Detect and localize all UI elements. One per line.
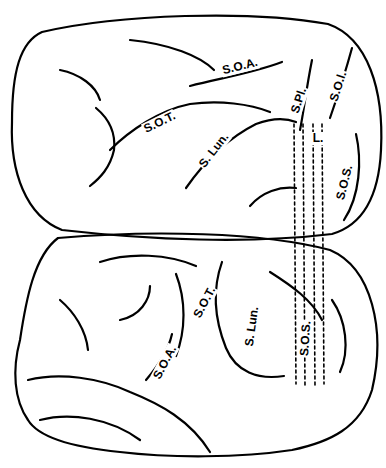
sulcus-line [120, 286, 150, 320]
section-line [313, 124, 315, 386]
sulcus-line [332, 300, 346, 372]
sulcus-line [176, 274, 184, 356]
sulcus-line [186, 119, 296, 188]
sulcus-line [90, 108, 114, 186]
sulcus-label: S.O.S. [298, 319, 314, 357]
hemisphere-outline [15, 234, 377, 457]
sulcus-label: S.O.A. [150, 342, 179, 382]
hemisphere-outline [12, 16, 382, 240]
sulcus-line [60, 300, 88, 350]
sulcus-label: S.O.l. [327, 68, 349, 103]
cerebellum-outline [28, 376, 210, 452]
section-line [322, 124, 324, 384]
sulcus-line [110, 102, 270, 150]
sulcus-label: L. [312, 132, 325, 145]
section-lines [294, 124, 324, 386]
section-line [294, 124, 296, 384]
sulcus-line [130, 40, 214, 70]
sulcus-label: S.O.S. [334, 162, 356, 201]
sulcus-line [250, 188, 296, 206]
sulcus-line [60, 70, 100, 100]
stem-outline [40, 417, 140, 440]
sulcus-label: S.Pl. [288, 85, 309, 116]
sulcus-label: S. Lun. [243, 304, 262, 347]
sulcus-label: S.O.T. [141, 108, 178, 135]
sulcus-label: S. Lun. [196, 129, 232, 170]
sulcus-line [216, 262, 284, 377]
sulcus-line [100, 256, 196, 266]
